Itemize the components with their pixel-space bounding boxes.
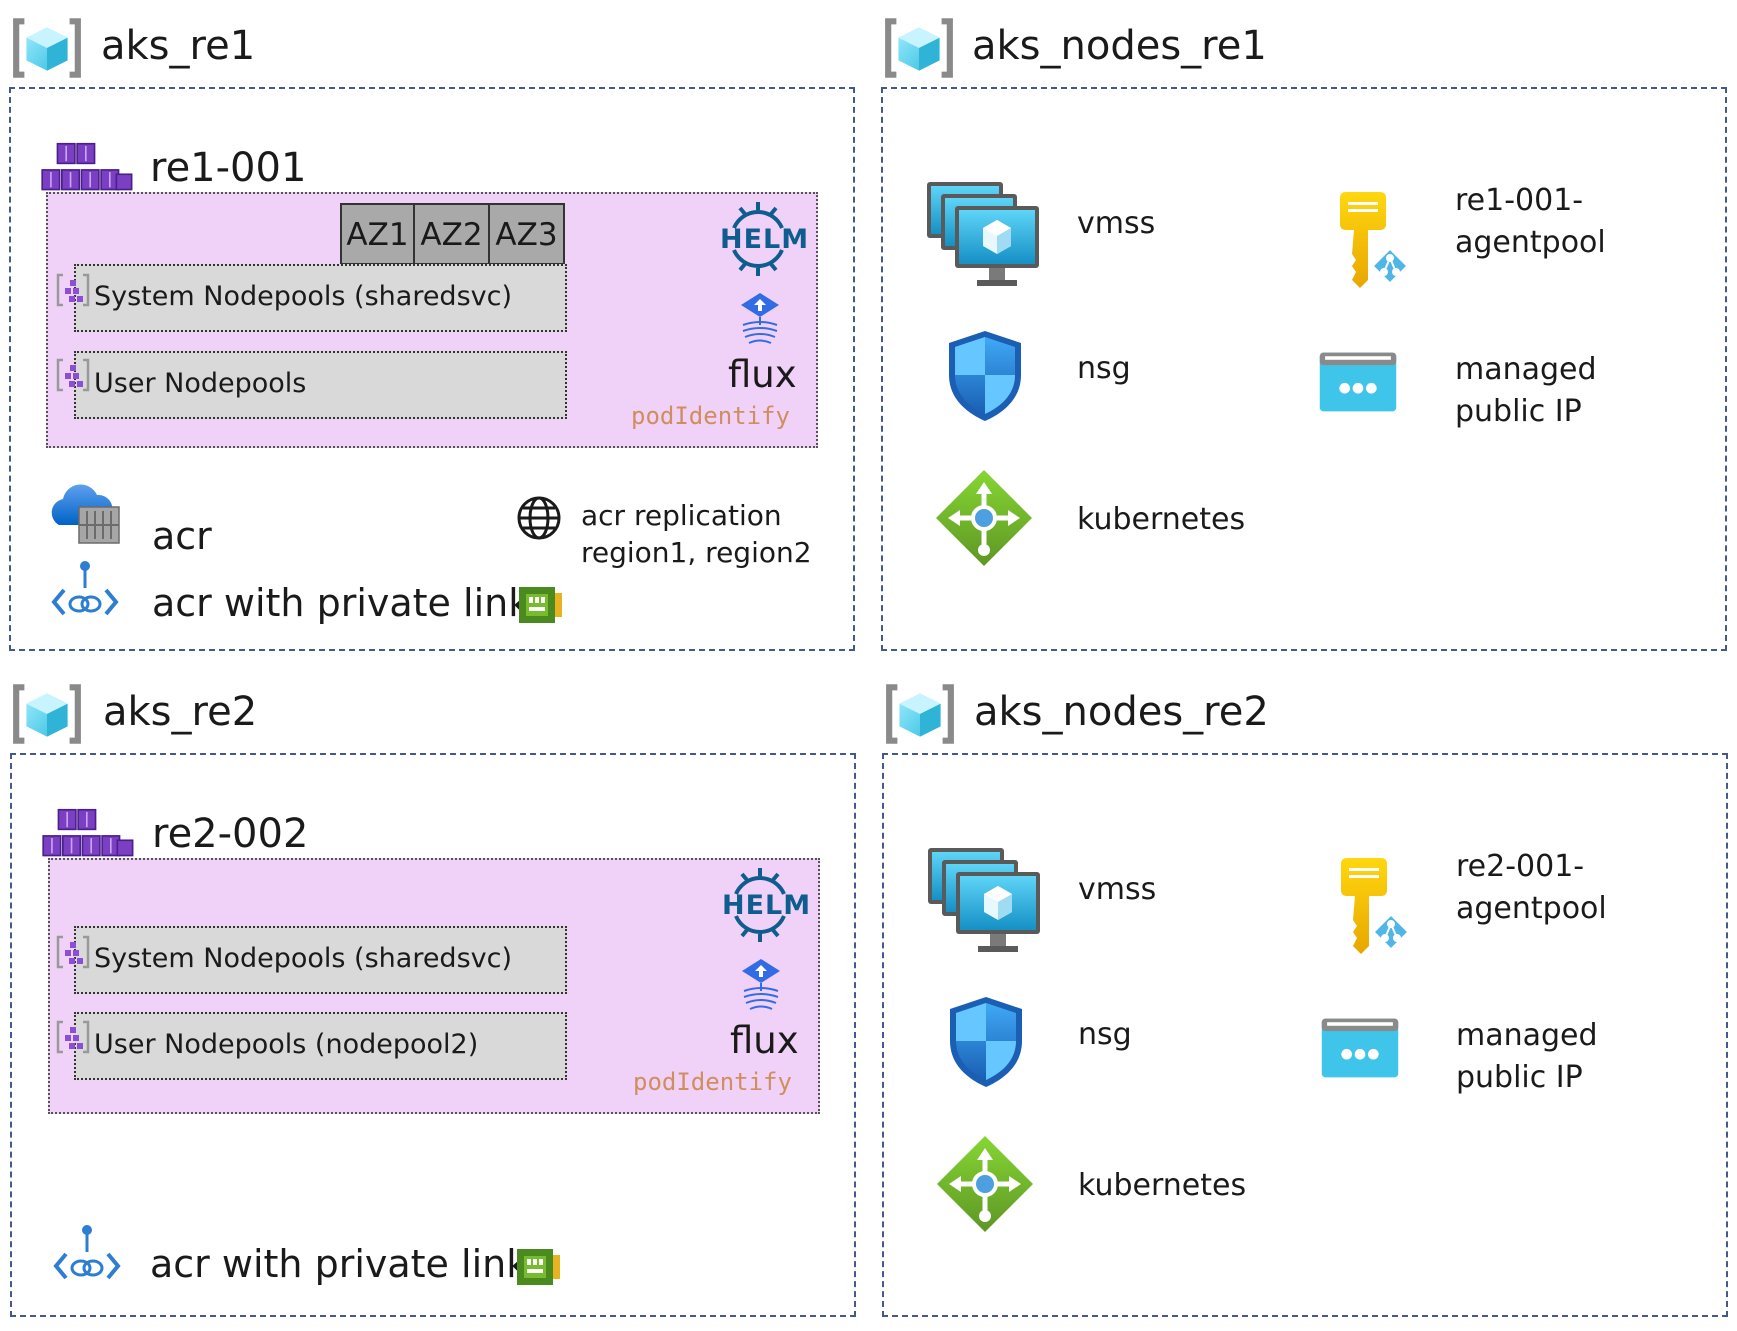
managed-identity-key-icon	[1332, 190, 1412, 290]
public-ip-label-line2: public IP	[1455, 394, 1582, 429]
pod-identity-label: podIdentify	[631, 402, 790, 430]
shield-icon	[946, 995, 1026, 1089]
acr-replication-label: acr replication	[581, 499, 782, 532]
group-box-aks-nodes-re1	[881, 87, 1727, 651]
public-ip-label-line2: public IP	[1456, 1060, 1583, 1095]
group-title-aks-re2: aks_re2	[103, 689, 258, 735]
availability-zone-3: AZ3	[488, 203, 565, 265]
availability-zone-1: AZ1	[340, 203, 415, 265]
cluster-title-re1-001: re1-001	[150, 145, 307, 191]
flux-label: flux	[730, 1019, 799, 1062]
group-box-aks-re1	[9, 87, 855, 651]
acr-label: acr	[152, 514, 212, 558]
public-ip-label-line1: managed	[1456, 1018, 1598, 1053]
vm-scale-set-icon	[925, 177, 1045, 293]
group-box-aks-nodes-re2	[882, 753, 1728, 1317]
private-link-icon	[52, 1224, 122, 1284]
public-ip-label-line1: managed	[1455, 352, 1597, 387]
availability-zone-2: AZ2	[413, 203, 490, 265]
node-pool-icon	[55, 934, 91, 970]
vm-scale-set-icon	[926, 843, 1046, 959]
globe-icon	[515, 494, 563, 542]
group-title-aks-nodes-re2: aks_nodes_re2	[974, 689, 1269, 735]
helm-label: HELM	[720, 224, 810, 255]
node-pool-icon	[55, 272, 91, 308]
load-balancer-icon	[935, 1134, 1035, 1234]
identity-label-line2: agentpool	[1456, 891, 1607, 926]
public-ip-icon	[1320, 1016, 1400, 1080]
shield-icon	[945, 329, 1025, 423]
group-box-aks-re2	[10, 753, 856, 1317]
acr-regions-label: region1, region2	[581, 536, 812, 569]
nsg-label: nsg	[1078, 1017, 1132, 1052]
private-link-icon	[50, 560, 120, 620]
identity-label-line1: re1-001-	[1455, 183, 1584, 218]
node-pool-icon	[55, 1019, 91, 1055]
helm-label: HELM	[722, 890, 812, 921]
group-title-aks-re1: aks_re1	[101, 23, 256, 69]
identity-label-line2: agentpool	[1455, 225, 1606, 260]
identity-label-line1: re2-001-	[1456, 849, 1585, 884]
kubernetes-label: kubernetes	[1078, 1168, 1247, 1203]
resource-group-icon	[10, 683, 84, 745]
public-ip-icon	[1318, 350, 1398, 414]
system-nodepool: System Nodepools (sharedsvc)	[74, 926, 567, 994]
container-registry-icon	[45, 483, 125, 547]
resource-group-icon	[10, 17, 84, 79]
network-interface-icon	[515, 583, 565, 627]
network-interface-icon	[513, 1245, 563, 1289]
flux-label: flux	[728, 353, 797, 396]
node-pool-icon	[55, 357, 91, 393]
nsg-label: nsg	[1077, 351, 1131, 386]
kubernetes-label: kubernetes	[1077, 502, 1246, 537]
resource-group-icon	[883, 683, 957, 745]
managed-identity-key-icon	[1333, 856, 1413, 956]
flux-icon	[735, 291, 785, 351]
user-nodepool: User Nodepools	[74, 351, 567, 419]
pod-identity-label: podIdentify	[633, 1068, 792, 1096]
flux-icon	[736, 957, 786, 1017]
group-title-aks-nodes-re1: aks_nodes_re1	[972, 23, 1267, 69]
vmss-label: vmss	[1078, 872, 1157, 907]
cluster-title-re2-002: re2-002	[152, 811, 309, 857]
resource-group-icon	[882, 17, 956, 79]
vmss-label: vmss	[1077, 206, 1156, 241]
system-nodepool: System Nodepools (sharedsvc)	[74, 264, 567, 332]
load-balancer-icon	[934, 468, 1034, 568]
acr-private-link-label: acr with private link	[150, 1242, 529, 1286]
acr-private-link-label: acr with private link	[152, 581, 531, 625]
user-nodepool: User Nodepools (nodepool2)	[74, 1012, 567, 1080]
